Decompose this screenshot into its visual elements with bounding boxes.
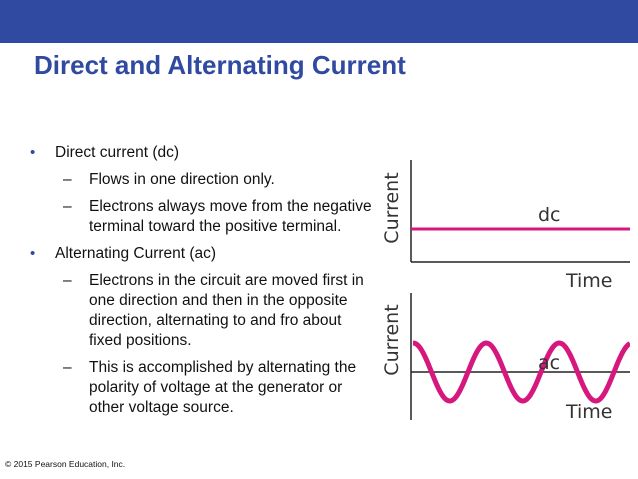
ac-xlabel: Time [565,401,613,423]
bullet-item-ac: • Alternating Current (ac) [30,244,375,264]
ac-ylabel: Current [381,304,403,375]
dc-graph: Current dc Time [381,160,630,292]
bullet-marker: • [30,245,36,262]
sub-bullet-item: – Flows in one direction only. [30,170,375,190]
sub-bullet-text: This is accomplished by alternating the … [89,359,357,416]
bullet-marker: • [30,144,36,161]
dc-curve-label: dc [538,204,561,226]
copyright-footer: © 2015 Pearson Education, Inc. [5,459,126,469]
dash-marker: – [63,272,72,289]
bullet-text: Direct current (dc) [55,144,180,161]
sub-bullet-item: – Electrons in the circuit are moved fir… [30,271,375,351]
header-banner [0,0,638,43]
current-graphs-figure: Current dc Time Current ac Time [381,160,630,423]
ac-curve-label: ac [538,352,560,374]
sub-bullet-text: Electrons always move from the negative … [89,198,372,235]
dash-marker: – [63,171,72,188]
sub-bullet-item: – Electrons always move from the negativ… [30,197,375,237]
sub-bullet-item: – This is accomplished by alternating th… [30,358,375,418]
dash-marker: – [63,198,72,215]
bullet-list: • Direct current (dc) – Flows in one dir… [30,143,375,425]
bullet-text: Alternating Current (ac) [55,245,217,262]
slide-title: Direct and Alternating Current [34,50,406,80]
bullet-item-dc: • Direct current (dc) [30,143,375,163]
dc-ylabel: Current [381,172,403,243]
ac-graph: Current ac Time [381,293,630,423]
sub-bullet-text: Flows in one direction only. [89,171,275,188]
ac-curve [412,340,630,404]
dash-marker: – [63,359,72,376]
dc-xlabel: Time [565,270,613,292]
sub-bullet-text: Electrons in the circuit are moved first… [89,272,364,349]
